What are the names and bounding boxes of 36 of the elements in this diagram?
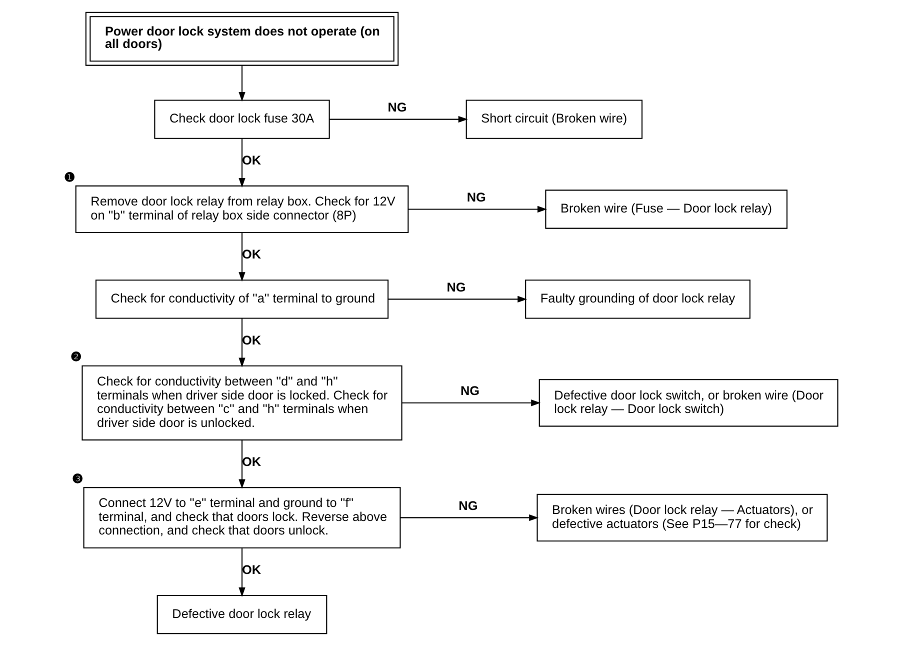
node-box: Connect 12V to ''e'' terminal and ground to ''f'' terminal, and check that doors lock. Reverse above connection, and check that doors unlock. — [83, 487, 401, 548]
node-box: Check for conductivity of ''a'' terminal to ground — [95, 280, 389, 319]
arrow — [238, 440, 246, 489]
edge-label: OK — [242, 333, 262, 348]
edge-label: OK — [242, 454, 262, 469]
edge-label: OK — [242, 562, 262, 577]
arrow — [238, 232, 246, 282]
edge-label: NG — [458, 498, 478, 513]
arrow — [329, 116, 468, 123]
edge-label: NG — [466, 190, 486, 204]
arrow — [402, 400, 541, 406]
arrow — [238, 318, 246, 368]
node-box: Power door lock system does not operate (on all doors) — [85, 12, 399, 66]
node-label: ❶ — [64, 170, 76, 184]
node-box: Defective door lock switch, or broken wire (Door lock relay — Door lock switch) — [538, 379, 838, 427]
node-box: Remove door lock relay from relay box. Check for 12V on ''b'' terminal of relay box side connector (8P) — [75, 185, 409, 234]
edge-label: NG — [446, 280, 466, 294]
arrow — [388, 296, 528, 303]
node-box: Short circuit (Broken wire) — [466, 100, 643, 139]
edge-label: NG — [388, 100, 407, 114]
edge-label: OK — [242, 248, 262, 262]
node-box: Faulty grounding of door lock relay — [525, 280, 750, 319]
node-label: ❸ — [72, 472, 84, 486]
node-box: Check for conductivity between ''d'' and ''h'' terminals when driver side door is locked. Check for conductivity between ''c'' and ''h'' terminals when driver side door is unlocked. — [82, 365, 402, 440]
node-box: Check door lock fuse 30A — [154, 100, 330, 139]
edge-label: OK — [242, 153, 262, 168]
node-box: Broken wire (Fuse — Door lock relay) — [545, 190, 788, 229]
arrow — [400, 514, 539, 522]
arrow — [408, 206, 547, 213]
node-label: ❷ — [70, 350, 83, 364]
arrow — [238, 66, 246, 102]
node-box: Defective door lock relay — [156, 594, 328, 634]
edge-label: NG — [460, 384, 480, 398]
node-box: Broken wires (Door lock relay — Actuators), or defective actuators (See P15—77 for check) — [536, 494, 828, 542]
arrow — [238, 138, 246, 188]
arrow — [238, 548, 246, 597]
